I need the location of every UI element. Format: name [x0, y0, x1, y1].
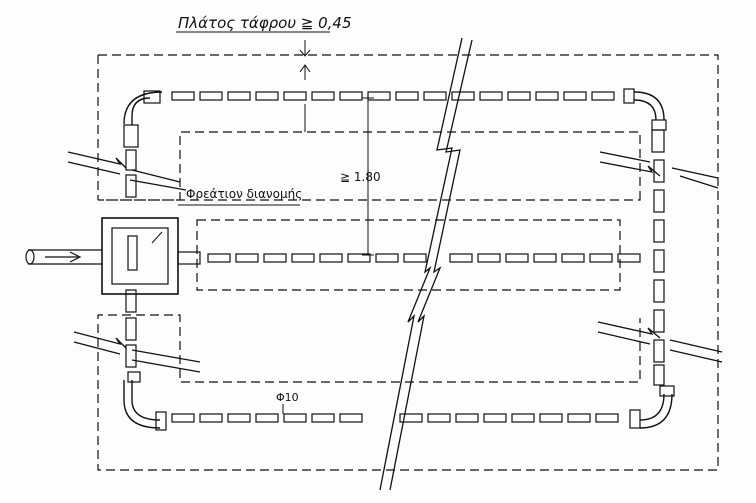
pipe-top	[123, 88, 667, 131]
dimension-arrows	[151, 40, 374, 414]
pipe-right	[651, 129, 665, 386]
pipe-middle	[177, 251, 641, 265]
spacing-label: ≧ 1.80	[340, 170, 381, 184]
trench-outline	[97, 54, 719, 471]
distribution-chamber-label: Φρεάτιον διανομής	[186, 187, 302, 201]
break-lines	[67, 151, 723, 373]
pipe-bottom	[123, 371, 675, 431]
pipe-left	[123, 124, 139, 368]
inlet-pipe	[25, 249, 102, 265]
pipe-diameter-label: Φ10	[276, 391, 299, 404]
distribution-chamber	[101, 217, 179, 295]
diagonal-break-line	[379, 37, 473, 491]
trench-width-label: Πλάτος τάφρου ≧ 0,45	[178, 14, 352, 32]
